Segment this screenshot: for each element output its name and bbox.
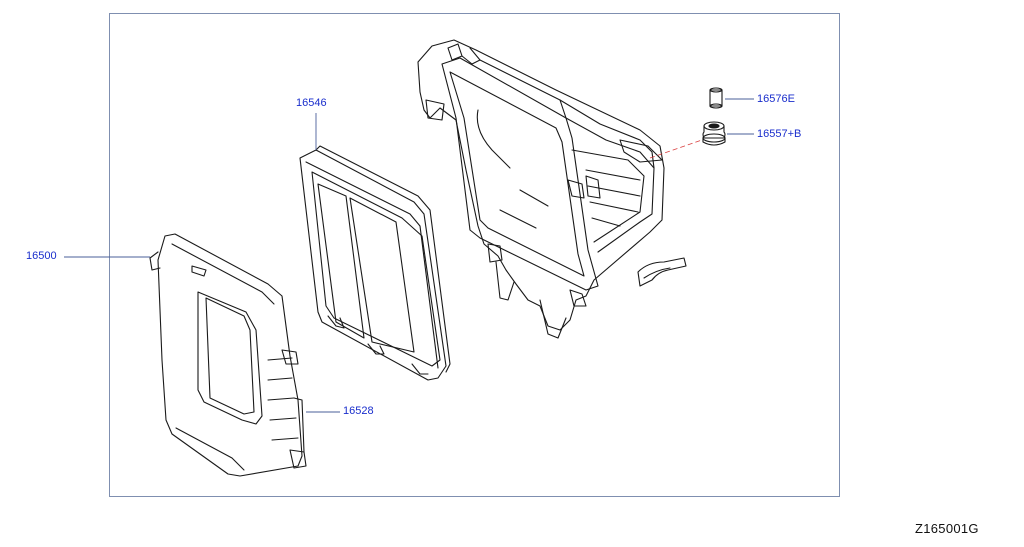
diagram-frame bbox=[109, 13, 840, 497]
leader-lines bbox=[64, 98, 754, 413]
air-cleaner-cover bbox=[149, 233, 307, 477]
callout-assembly: 16500 bbox=[26, 250, 57, 262]
retaining-clip bbox=[637, 257, 687, 287]
callout-cover: 16528 bbox=[343, 405, 374, 417]
callout-filter: 16546 bbox=[296, 97, 327, 109]
callout-grommet: 16557+B bbox=[757, 128, 802, 140]
diagram-code: Z165001G bbox=[915, 521, 979, 536]
collar-part bbox=[709, 87, 723, 109]
installation-line bbox=[649, 139, 703, 159]
callout-collar: 16576E bbox=[757, 93, 795, 105]
grommet-part bbox=[702, 121, 726, 146]
air-cleaner-filter bbox=[299, 145, 451, 381]
air-cleaner-body bbox=[417, 39, 665, 339]
